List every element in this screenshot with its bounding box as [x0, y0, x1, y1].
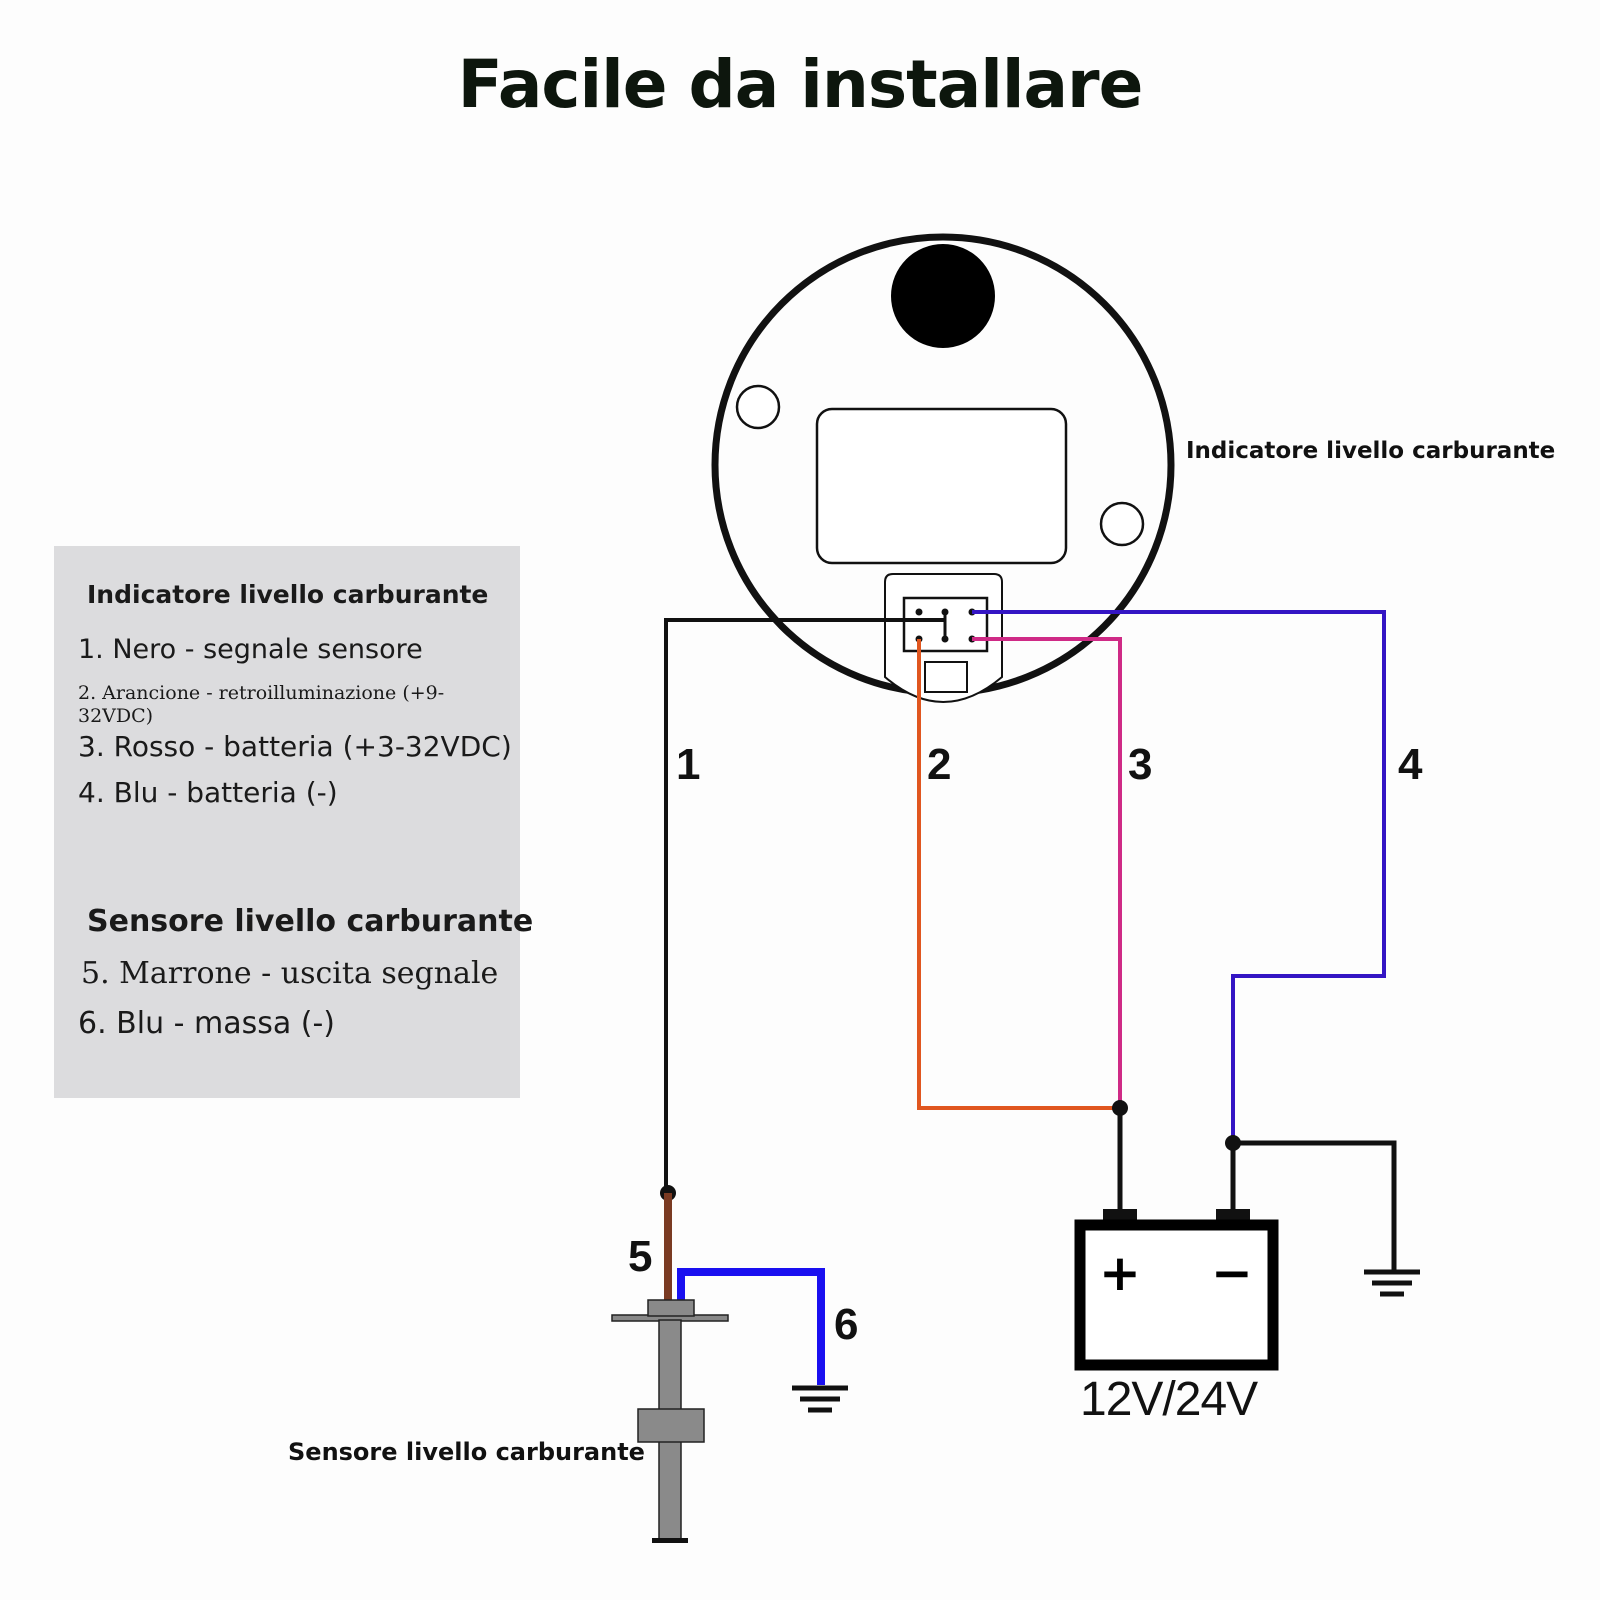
wire-3-pink: [972, 637, 1122, 1108]
battery-minus-sign: −: [1211, 1244, 1253, 1302]
wire-number-4: 4: [1398, 740, 1423, 789]
wire-number-2: 2: [927, 740, 952, 789]
legend-gauge-heading: Indicatore livello carburante: [87, 580, 489, 609]
legend-sensor-heading: Sensore livello carburante: [87, 904, 534, 939]
junction-positive: [1112, 1100, 1128, 1116]
wire-number-5: 5: [628, 1232, 653, 1281]
wiring-legend: Indicatore livello carburante 1. Nero - …: [54, 546, 533, 1098]
mount-hole-left: [735, 384, 781, 430]
battery-plus-sign: +: [1099, 1244, 1141, 1302]
wire-6-blue: [677, 1268, 825, 1385]
connector-latch: [924, 661, 968, 693]
legend-item-5: 5. Marrone - uscita segnale: [81, 956, 499, 991]
battery: + −: [1074, 1209, 1279, 1371]
legend-item-4: 4. Blu - batteria (-): [78, 776, 338, 809]
battery-body: [1074, 1219, 1279, 1371]
gauge-caption: Indicatore livello carburante: [1186, 438, 1556, 464]
legend-item-3: 3. Rosso - batteria (+3-32VDC): [78, 730, 512, 763]
battery-voltage-label: 12V/24V: [1080, 1373, 1258, 1426]
wire-2-orange: [917, 639, 1119, 1110]
wire-number-3: 3: [1128, 740, 1153, 789]
wire-number-1: 1: [676, 740, 701, 789]
legend-item-2: 2. Arancione - retroilluminazione (+9-32…: [78, 682, 445, 727]
ground-symbol-sensor: [792, 1385, 848, 1413]
gauge-knob: [891, 244, 995, 348]
fuel-level-sensor: [611, 1299, 729, 1543]
wire-number-6: 6: [834, 1300, 859, 1349]
fuel-gauge: [711, 233, 1175, 703]
ground-lead: [1233, 1140, 1397, 1270]
ground-symbol-battery: [1364, 1269, 1420, 1297]
sensor-float: [637, 1408, 705, 1443]
junction-negative: [1225, 1135, 1241, 1151]
wire-1-black: [664, 618, 945, 1193]
gauge-display-window: [815, 407, 1068, 565]
mount-hole-right: [1099, 501, 1145, 547]
page-title: Facile da installare: [457, 46, 1144, 123]
legend-item-1: 1. Nero - segnale sensore: [78, 634, 423, 665]
wire-4-blue: [972, 610, 1386, 1143]
legend-item-6: 6. Blu - massa (-): [78, 1006, 336, 1041]
sensor-caption: Sensore livello carburante: [288, 1438, 645, 1466]
